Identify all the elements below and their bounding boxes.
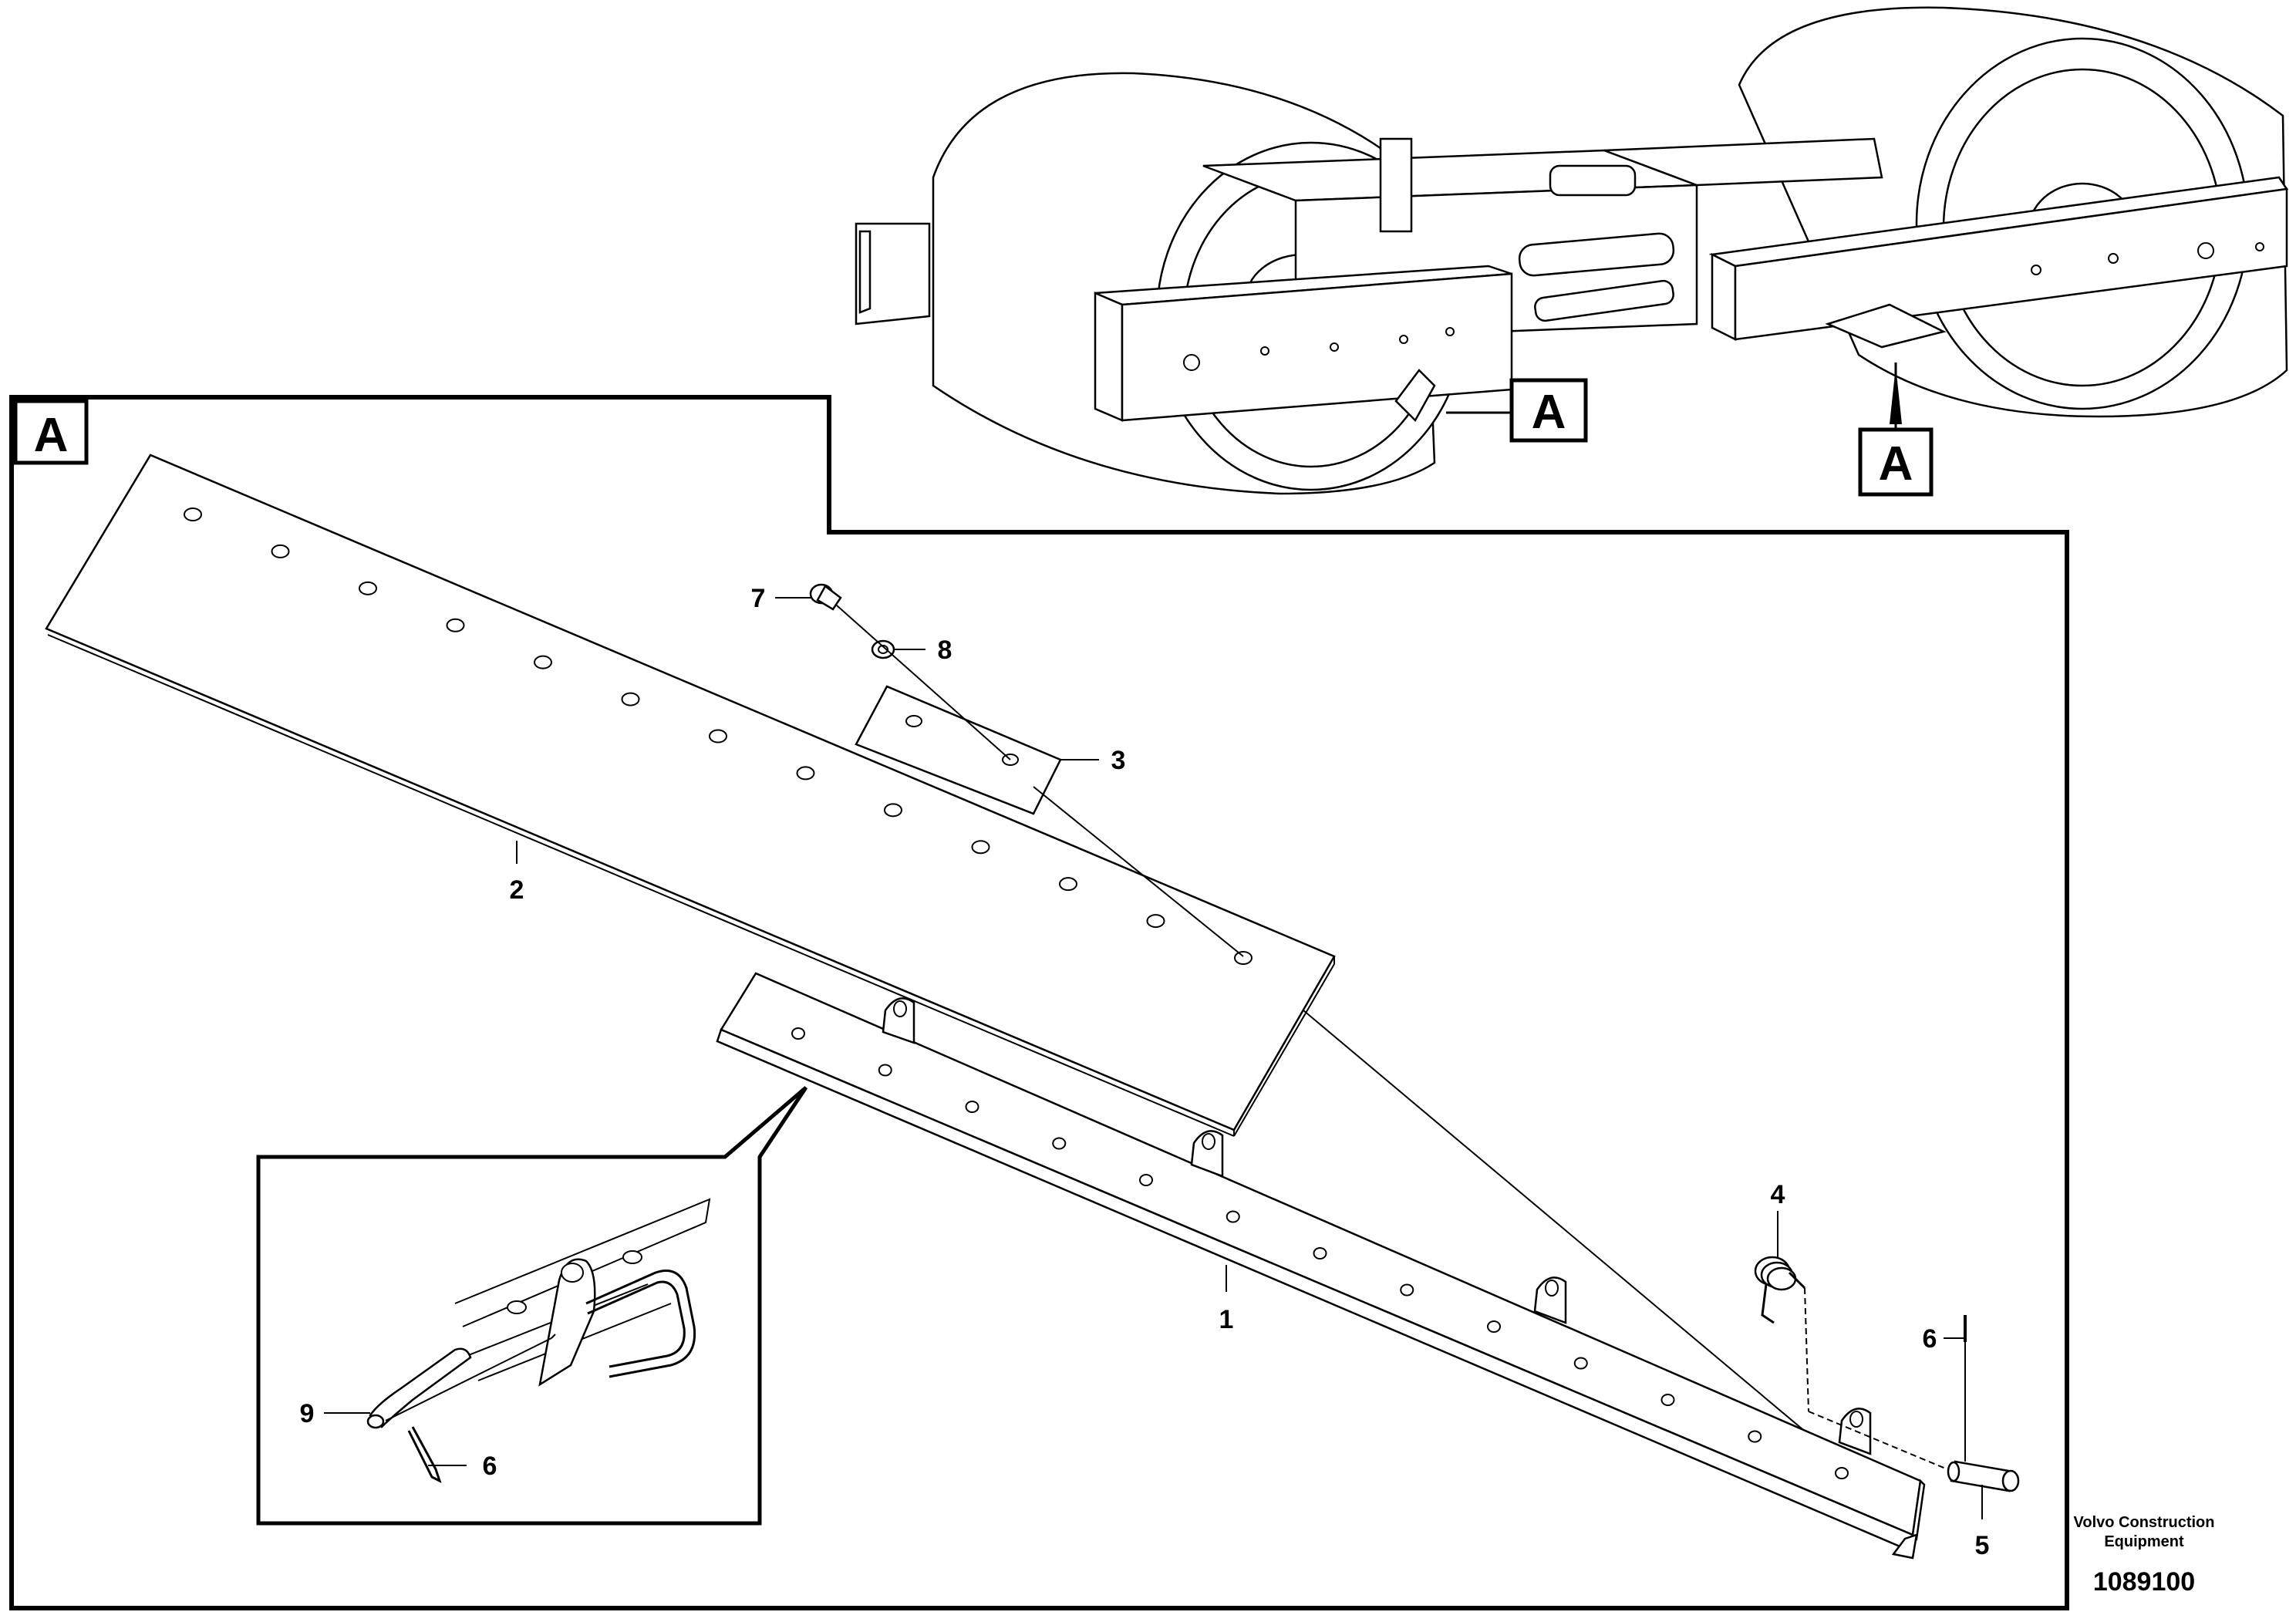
detail-view-frame (9, 395, 2069, 1610)
mounting-hole (1234, 951, 1253, 965)
mounting-hole (1748, 1430, 1762, 1443)
document-number: 1089100 (2093, 1567, 2195, 1597)
part-label-4: 4 (1771, 1180, 1785, 1209)
bolt (809, 583, 842, 611)
part-label-6-main: 6 (1923, 1324, 1937, 1354)
plate-hole (905, 715, 922, 727)
mounting-hole (965, 1101, 979, 1113)
view-callout-front: A (1532, 386, 1566, 439)
part-label-7: 7 (751, 584, 766, 613)
mounting-hole (1146, 914, 1165, 929)
mounting-hole (1487, 1320, 1501, 1333)
washer (871, 639, 895, 659)
mounting-hole (709, 729, 727, 744)
part-label-6-inset: 6 (483, 1452, 497, 1481)
mounting-hole (1573, 1357, 1588, 1370)
part-label-1: 1 (1219, 1305, 1234, 1334)
mounting-hole (884, 803, 902, 818)
torsion-spring (1754, 1256, 1806, 1324)
leader-lines (324, 597, 1983, 1519)
scraper-blade (45, 454, 1336, 1137)
view-callout-rear: A (1879, 437, 1913, 491)
mounting-hole (1059, 877, 1077, 892)
mounting-hole (534, 655, 552, 669)
mounting-hole (1835, 1467, 1849, 1479)
brand-line-1: Volvo Construction (2074, 1514, 2215, 1531)
mounting-hole (446, 618, 465, 632)
mounting-hole (184, 508, 202, 521)
mounting-hole (359, 581, 377, 595)
mounting-hole (271, 544, 290, 558)
part-label-8: 8 (938, 636, 952, 665)
roller-overview: A A (855, 6, 2289, 497)
mounting-hole (1052, 1137, 1067, 1150)
part-label-3: 3 (1111, 746, 1126, 775)
inset-lug-detail (366, 1198, 711, 1483)
mounting-hole (1226, 1210, 1240, 1223)
mounting-hole (971, 840, 990, 855)
mounting-hole (796, 766, 815, 781)
mounting-hole (878, 1064, 892, 1077)
part-label-2: 2 (510, 875, 524, 905)
beam-holes (791, 1027, 1849, 1479)
part-label-5: 5 (1975, 1531, 1990, 1560)
detail-inset-frame (256, 1086, 808, 1526)
brand-line-2: Equipment (2104, 1533, 2184, 1550)
mounting-hole (1139, 1174, 1153, 1186)
pivot-pin (1947, 1460, 2020, 1492)
mounting-hole (791, 1027, 805, 1040)
mounting-hole (1660, 1394, 1675, 1406)
mounting-hole (621, 692, 640, 706)
part-label-9: 9 (300, 1399, 315, 1428)
mounting-hole (1313, 1247, 1327, 1259)
mounting-hole (1400, 1283, 1414, 1297)
holder-beam (716, 972, 1926, 1560)
detail-view-label: A (34, 409, 69, 462)
blade-holes (184, 508, 1253, 965)
